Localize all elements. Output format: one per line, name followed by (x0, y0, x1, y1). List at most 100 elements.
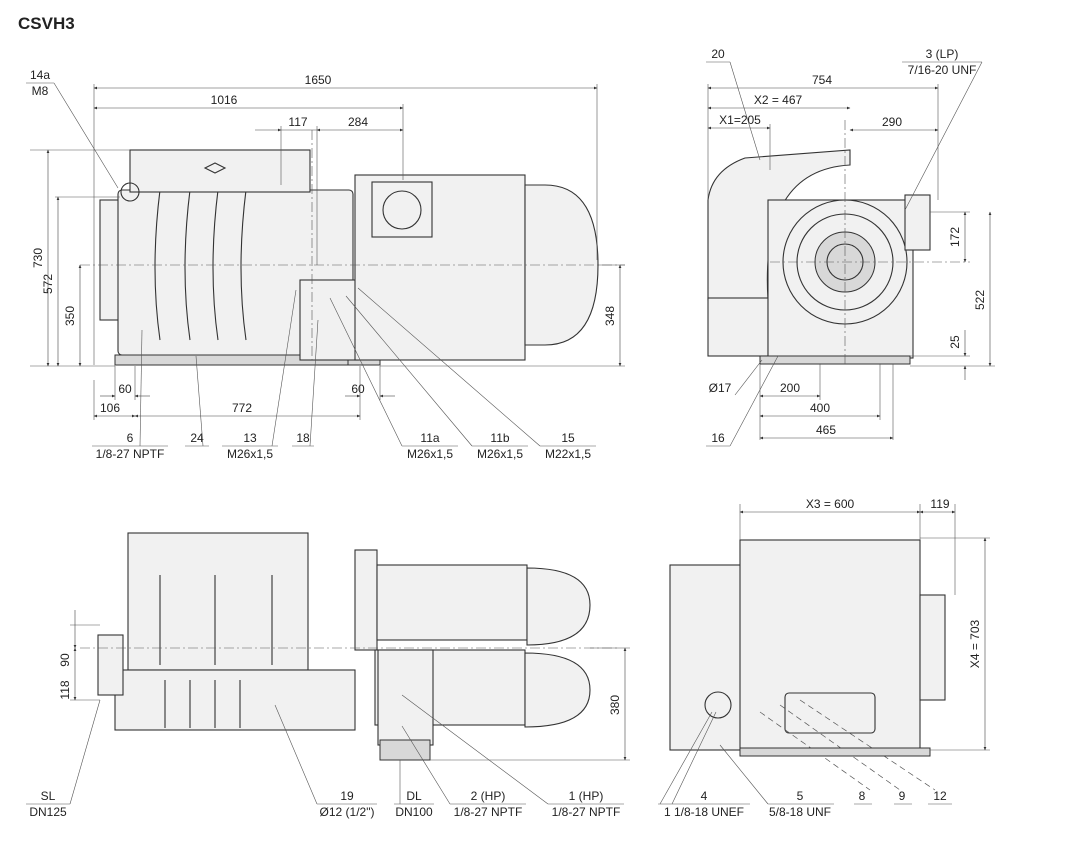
callout-3: 3 (LP) 7/16-20 UNF (902, 47, 983, 211)
callout-11b: 11b M26x1,5 (345, 295, 528, 461)
dim-1016: 1016 (211, 93, 238, 107)
svg-text:1 1/8-18 UNEF: 1 1/8-18 UNEF (664, 805, 744, 819)
callout-dl: DL DN100 (394, 760, 434, 819)
svg-text:9: 9 (899, 789, 906, 803)
svg-text:6: 6 (127, 431, 134, 445)
callout-20: 20 (706, 47, 761, 161)
callout-19: 19 Ø12 (1/2") (274, 704, 377, 819)
rear-sight-glass (704, 691, 732, 719)
svg-text:7/16-20 UNF: 7/16-20 UNF (908, 63, 977, 77)
end-view: 754 X2 = 467 X1=205 290 172 522 25 200 (706, 47, 995, 447)
dim-106: 106 (100, 401, 120, 415)
svg-text:15: 15 (561, 431, 575, 445)
front-vessel-flange (354, 549, 378, 651)
side-compressor-block (299, 279, 359, 361)
svg-text:8: 8 (859, 789, 866, 803)
dim-x2: X2 = 467 (754, 93, 803, 107)
callout-13: 13 M26x1,5 (222, 289, 297, 461)
front-view: 90 118 380 SL DN125 19 Ø12 (1/2") DL (26, 532, 630, 819)
dim-60-right: 60 (351, 382, 365, 396)
dim-x4: X4 = 703 (968, 619, 982, 668)
side-eye-bolt (120, 182, 140, 202)
callout-14a: 14a M8 (26, 68, 119, 189)
callout-15: 15 M22x1,5 (357, 287, 596, 461)
dim-754: 754 (812, 73, 832, 87)
dim-172: 172 (948, 227, 962, 247)
svg-text:19: 19 (340, 789, 354, 803)
svg-text:DN125: DN125 (29, 805, 67, 819)
callout-9: 9 (894, 789, 912, 805)
dim-60-left: 60 (118, 382, 132, 396)
svg-text:12: 12 (933, 789, 947, 803)
end-terminal-panel (707, 297, 769, 357)
callout-11a: 11a M26x1,5 (329, 297, 458, 461)
dim-350: 350 (63, 306, 77, 326)
dim-200: 200 (780, 381, 800, 395)
callout-5: 5 5/8-18 UNF (719, 744, 834, 819)
dim-380: 380 (608, 695, 622, 715)
dim-119: 119 (930, 497, 949, 511)
dim-284: 284 (348, 115, 368, 129)
dim-400: 400 (810, 401, 830, 415)
rear-nameplate (784, 692, 876, 734)
callout-6: 6 1/8-27 NPTF (92, 329, 168, 461)
svg-text:20: 20 (711, 47, 725, 61)
dim-522: 522 (973, 290, 987, 310)
svg-text:DN100: DN100 (395, 805, 433, 819)
svg-text:SL: SL (41, 789, 56, 803)
side-discharge-flange (371, 181, 433, 238)
svg-text:5/8-18 UNF: 5/8-18 UNF (769, 805, 831, 819)
svg-text:2 (HP): 2 (HP) (471, 789, 506, 803)
svg-text:M22x1,5: M22x1,5 (545, 447, 591, 461)
svg-text:11b: 11b (490, 431, 509, 445)
dim-dia17: Ø17 (709, 381, 732, 395)
side-suction-flange (99, 199, 121, 321)
front-suction-flange (97, 634, 124, 696)
dim-90: 90 (58, 653, 72, 667)
svg-text:24: 24 (190, 431, 204, 445)
side-view: 1650 1016 117 284 730 572 350 (26, 68, 625, 461)
dim-25: 25 (948, 335, 962, 349)
callout-8: 8 (854, 789, 872, 805)
svg-text:11a: 11a (420, 431, 439, 445)
dim-1650: 1650 (305, 73, 332, 87)
dim-290: 290 (882, 115, 902, 129)
svg-text:1/8-27 NPTF: 1/8-27 NPTF (552, 805, 621, 819)
end-lp-connection (904, 194, 931, 251)
callout-sl: SL DN125 (26, 699, 101, 819)
svg-text:14a: 14a (30, 68, 50, 82)
callout-16: 16 (706, 355, 779, 447)
dim-117: 117 (288, 115, 307, 129)
dim-572: 572 (41, 274, 55, 294)
dim-730: 730 (31, 248, 45, 268)
dim-465: 465 (816, 423, 836, 437)
callout-1: 1 (HP) 1/8-27 NPTF (401, 694, 624, 819)
front-terminal-box (127, 532, 309, 671)
dim-x3: X3 = 600 (806, 497, 855, 511)
svg-text:1 (HP): 1 (HP) (569, 789, 604, 803)
svg-text:M8: M8 (32, 84, 49, 98)
svg-text:M26x1,5: M26x1,5 (477, 447, 523, 461)
svg-text:13: 13 (243, 431, 257, 445)
svg-text:DL: DL (406, 789, 422, 803)
svg-text:3 (LP): 3 (LP) (926, 47, 959, 61)
svg-text:1/8-27 NPTF: 1/8-27 NPTF (96, 447, 165, 461)
drawing-title: CSVH3 (18, 14, 75, 33)
dim-118: 118 (58, 680, 72, 699)
svg-text:4: 4 (701, 789, 708, 803)
front-motor-housing (114, 669, 356, 731)
svg-text:M26x1,5: M26x1,5 (407, 447, 453, 461)
callout-2: 2 (HP) 1/8-27 NPTF (401, 725, 526, 819)
svg-text:Ø12 (1/2"): Ø12 (1/2") (320, 805, 375, 819)
svg-text:16: 16 (711, 431, 725, 445)
svg-text:1/8-27 NPTF: 1/8-27 NPTF (454, 805, 523, 819)
svg-text:5: 5 (797, 789, 804, 803)
dim-x1: X1=205 (719, 113, 761, 127)
side-cooling-ribs (154, 189, 247, 341)
callout-18: 18 (292, 319, 319, 447)
svg-text:18: 18 (296, 431, 310, 445)
callout-24: 24 (185, 355, 209, 447)
dim-348: 348 (603, 306, 617, 326)
